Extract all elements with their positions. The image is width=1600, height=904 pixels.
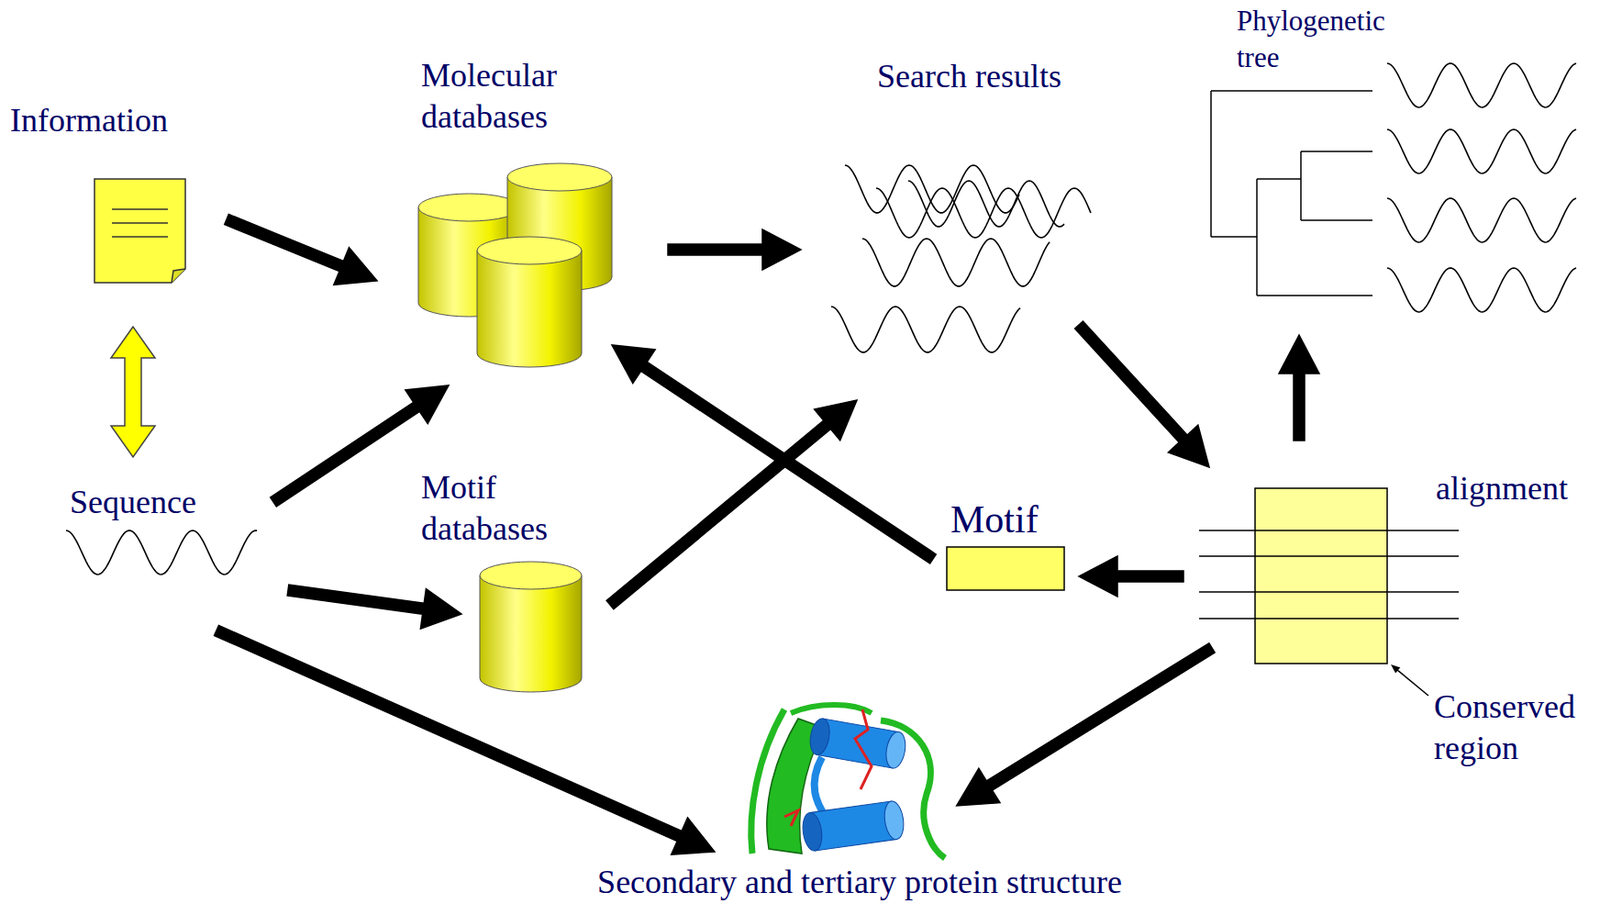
alignment-block-part <box>1255 488 1388 664</box>
flow-arrow <box>224 213 378 285</box>
tree-branches-part <box>1256 294 1373 297</box>
protein-structure-picture-part <box>790 704 872 713</box>
document-icon-part <box>171 268 186 283</box>
tree-leaf-waves-part <box>1387 198 1577 243</box>
database-cylinders-part <box>507 163 612 191</box>
tree-leaf-waves <box>1387 63 1577 312</box>
search-result-waves <box>831 165 1091 353</box>
structure-node: Secondary and tertiary protein structure <box>577 697 1142 902</box>
motif-node: Motif <box>940 496 1069 596</box>
document-icon-part <box>111 208 168 211</box>
node-label: Motif <box>950 498 1039 541</box>
tree-branches-part <box>1300 151 1302 221</box>
motif-database-cylinder-part <box>479 561 582 589</box>
flow-arrow <box>956 643 1215 806</box>
database-cylinders-part <box>477 250 582 367</box>
callout-label: Conserved region <box>1433 686 1600 769</box>
motif-box-part <box>946 546 1065 590</box>
alignment-block <box>1199 488 1459 664</box>
double-arrow <box>111 326 156 457</box>
sequence-node: Sequence <box>60 479 265 581</box>
flow-arrow <box>611 344 936 564</box>
node-label: Phylogenetic tree <box>1236 2 1407 77</box>
tree-branches-part <box>1256 177 1301 180</box>
tree-node: Phylogenetic tree <box>1201 1 1588 319</box>
database-node: Molecular databases <box>417 53 615 370</box>
motif-box <box>946 546 1065 590</box>
alignment-block-part <box>1199 590 1459 593</box>
search-result-waves-part <box>876 188 1091 238</box>
tree-branches-part <box>1211 89 1373 92</box>
search-result-waves-part <box>844 165 1020 213</box>
leader-line <box>1390 664 1429 696</box>
flow-arrow <box>1075 321 1210 467</box>
leader-line-part <box>1390 664 1400 674</box>
tree-leaf-waves-part <box>1387 63 1577 108</box>
alignment-node: alignment <box>1192 466 1583 668</box>
document-icon <box>94 178 186 283</box>
protein-structure-picture <box>751 704 945 858</box>
protein-structure-picture-part <box>814 756 826 817</box>
node-label: alignment <box>1435 467 1568 510</box>
tree-branches-part <box>1255 178 1258 296</box>
results-node: Search results <box>825 53 1097 356</box>
database-cylinders <box>418 163 612 367</box>
alignment-block-part <box>1199 617 1459 620</box>
motif-database-cylinder-part <box>479 575 582 692</box>
database-cylinders-part <box>418 193 521 222</box>
sequence-wave-part <box>66 530 257 575</box>
motif-database-cylinder <box>479 561 582 692</box>
protein-structure-picture-part <box>800 800 907 853</box>
document-icon-part <box>111 222 168 224</box>
leader-line-part <box>1397 669 1429 696</box>
tree-branches-part <box>1210 90 1212 237</box>
database-cylinders-part <box>477 236 582 265</box>
sequence-wave <box>66 530 257 575</box>
document-node: Information <box>7 99 191 288</box>
flow-arrow <box>667 229 801 270</box>
search-result-waves-part <box>862 238 1050 287</box>
alignment-block-part <box>1199 555 1459 557</box>
node-label: Secondary and tertiary protein structure <box>577 863 1142 900</box>
tree-leaf-waves-part <box>1387 267 1577 312</box>
protein-structure-picture-part <box>784 810 799 826</box>
node-label: Search results <box>877 55 1062 98</box>
tree-branches-part <box>1211 235 1257 238</box>
node-label: Molecular databases <box>421 55 605 138</box>
protein-structure-picture-part-part <box>807 716 833 756</box>
protein-structure-picture-part-part <box>882 800 907 841</box>
node-label: Information <box>10 100 168 142</box>
document-icon-part <box>94 178 186 283</box>
database-node: Motif databases <box>417 465 592 695</box>
search-result-waves-part <box>831 306 1021 353</box>
protein-structure-picture-part-part <box>883 730 909 770</box>
tree-branches-part <box>1300 219 1373 222</box>
protein-structure-picture-part-part <box>810 800 898 851</box>
node-label: Motif databases <box>421 466 582 550</box>
protein-structure-picture-part-part <box>800 811 825 852</box>
tree-branches <box>1211 90 1373 296</box>
flow-arrow <box>214 625 715 856</box>
flow-arrow <box>1278 334 1320 441</box>
document-icon-part <box>111 235 168 238</box>
flow-arrow <box>287 584 462 629</box>
tree-leaf-waves-part <box>1387 129 1577 174</box>
flow-arrow <box>1078 555 1184 597</box>
search-result-waves-part <box>908 180 1065 227</box>
tree-branches-part <box>1300 150 1373 153</box>
alignment-block-part <box>1199 529 1459 532</box>
protein-structure-picture-part <box>855 709 872 789</box>
node-label: Sequence <box>69 481 197 523</box>
